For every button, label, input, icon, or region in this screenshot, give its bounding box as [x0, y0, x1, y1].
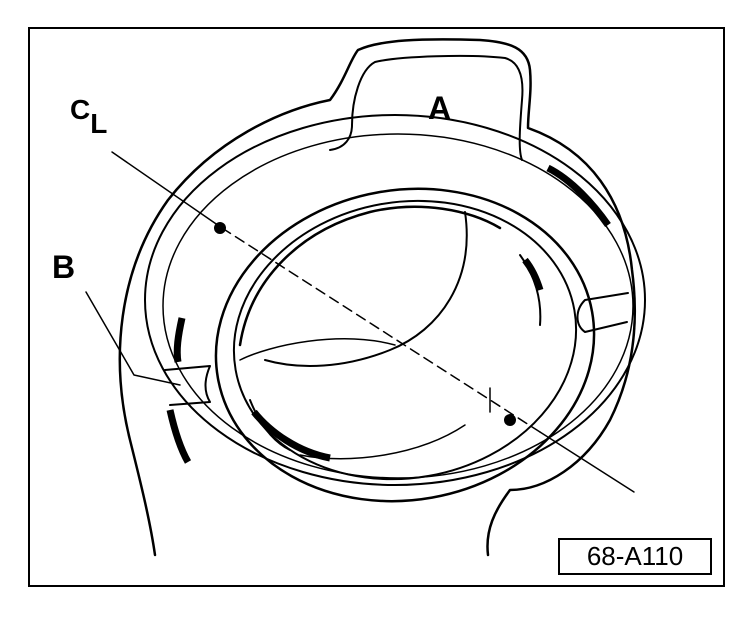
centerline-solid-upper [111, 151, 223, 229]
tab-inner-contour [329, 54, 524, 161]
centerline-dashed [221, 227, 541, 433]
shim-left-lower [166, 409, 192, 464]
inner-race-lower [239, 338, 396, 361]
figure-id-box: 68-A110 [558, 538, 712, 575]
shim-right-inner [522, 257, 544, 292]
housing-rim-inner [162, 133, 634, 479]
retaining-ring-inner [232, 199, 578, 481]
housing-outline [118, 38, 637, 557]
ring-gap-right [576, 292, 629, 333]
centerline-solid-lower [539, 431, 635, 493]
shim-left-upper [173, 317, 186, 363]
label-centerline: CL [70, 94, 107, 138]
housing-rim-outer [144, 114, 646, 486]
retaining-ring-outer [214, 187, 596, 503]
label-part-a: A [428, 90, 452, 126]
marker-dot-lower [504, 414, 516, 426]
shim-right-top [546, 164, 611, 228]
inner-hub-curve [264, 211, 468, 367]
label-centerline-l: L [90, 108, 108, 139]
leader-b [85, 291, 181, 386]
inner-arc-left [249, 399, 291, 451]
inner-race [238, 205, 502, 347]
label-part-b: B [52, 249, 76, 285]
marker-dot-upper [214, 222, 226, 234]
inner-arc-right [519, 254, 542, 326]
ring-gap-left [164, 365, 211, 406]
label-centerline-c: C [70, 94, 91, 125]
